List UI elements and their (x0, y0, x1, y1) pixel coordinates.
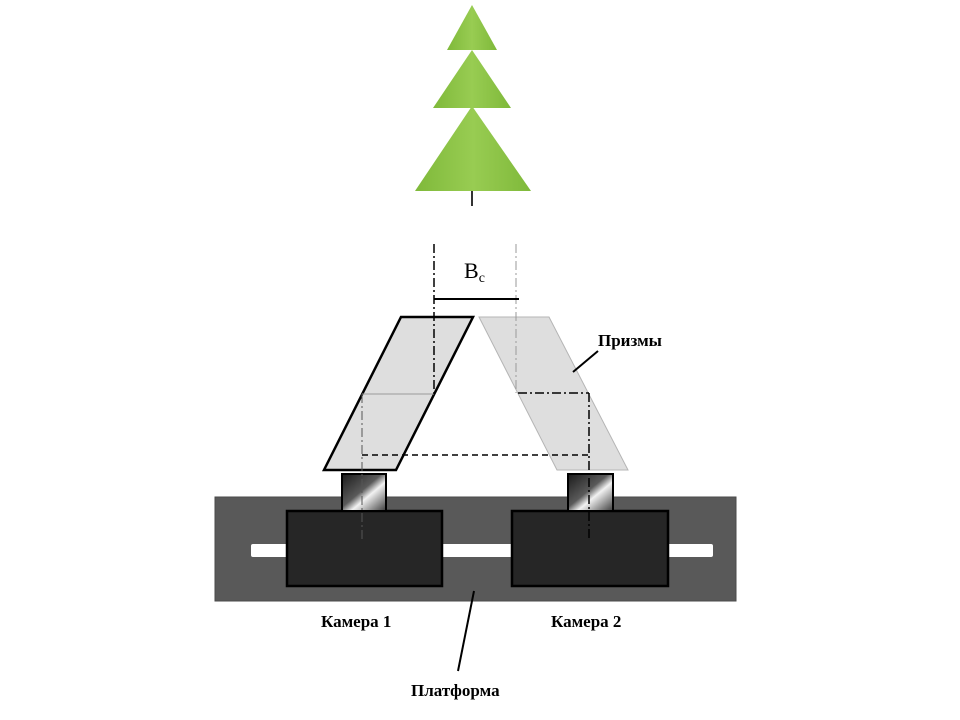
tree-tier-bottom (415, 106, 531, 191)
tree-object (415, 5, 531, 206)
tree-tier-top (447, 5, 497, 50)
camera-2-body (510, 509, 670, 588)
optical-paths (361, 244, 590, 540)
camera-1-label: Камера 1 (321, 612, 391, 631)
camera-2-lens (567, 473, 614, 512)
prism-right (478, 316, 629, 471)
prism-left (321, 315, 476, 472)
platform-leader-line (457, 590, 475, 672)
camera-2-label: Камера 2 (551, 612, 621, 631)
camera-2 (510, 473, 670, 588)
stereo-base-dimension: Bc (434, 258, 519, 300)
camera-1-body (285, 509, 444, 588)
camera-1 (285, 473, 444, 588)
camera-1-lens (341, 473, 387, 512)
prisms-leader-line (572, 350, 599, 373)
stereo-base-label: Bc (464, 258, 485, 286)
tree-tier-middle (433, 50, 511, 108)
prisms-label: Призмы (598, 331, 662, 350)
platform-label: Платформа (411, 681, 500, 700)
